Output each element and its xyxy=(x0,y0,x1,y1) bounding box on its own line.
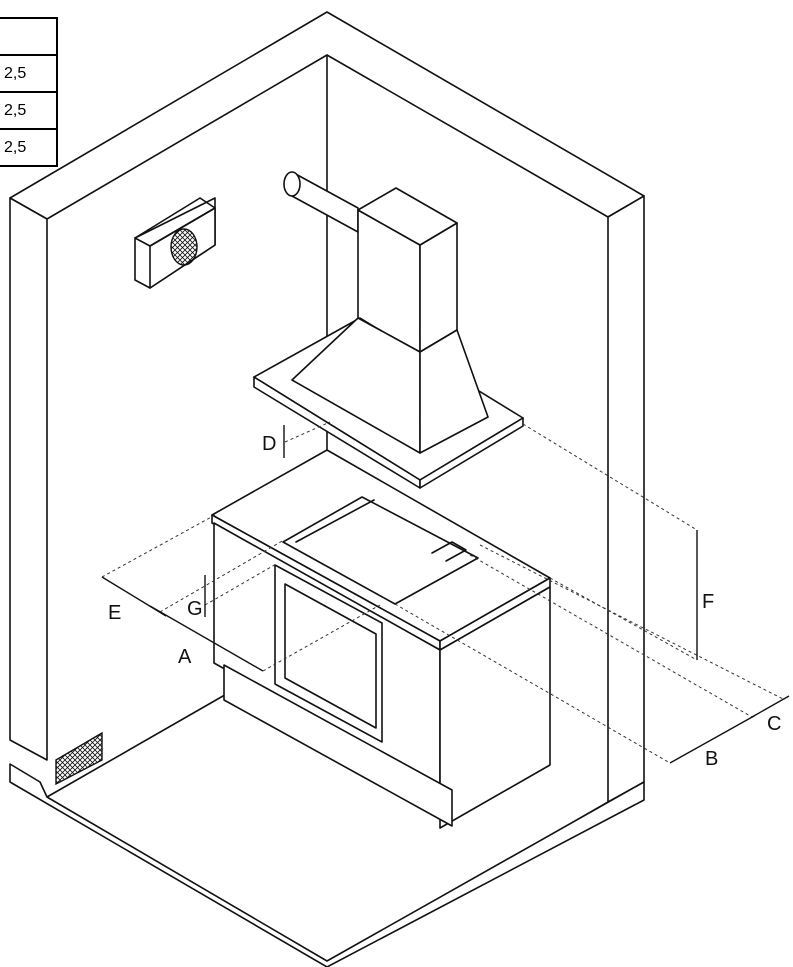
wall-vent-grille xyxy=(134,197,216,289)
floor-vent-mesh-icon xyxy=(55,731,103,786)
exhaust-pipe xyxy=(291,171,359,233)
table-cell: 2,5 xyxy=(0,128,58,167)
dim-c-line xyxy=(751,695,790,718)
proj-a xyxy=(262,604,381,672)
dim-b-line xyxy=(669,715,755,764)
proj-f-top xyxy=(522,423,698,531)
proj-c1 xyxy=(469,554,753,718)
cabinet-side xyxy=(439,586,551,829)
label-a: A xyxy=(178,646,192,668)
table-row xyxy=(0,17,58,56)
label-g: G xyxy=(187,598,203,620)
dimension-markers xyxy=(101,425,790,764)
label-d: D xyxy=(262,433,276,455)
dimension-table: 2,5 2,5 2,5 xyxy=(0,17,58,167)
table-row: 2,5 xyxy=(0,128,58,167)
hob-inner-edge xyxy=(295,499,375,543)
proj-f-bottom xyxy=(549,577,698,661)
hob-panel xyxy=(282,496,479,605)
hood-rim-side xyxy=(419,417,524,489)
table-row: 2,5 xyxy=(0,91,58,130)
dimension-labels: A B C D E F G xyxy=(108,433,781,770)
cabinet-plinth xyxy=(223,664,453,827)
projection-lines xyxy=(101,421,786,764)
label-f: F xyxy=(702,591,714,613)
label-b: B xyxy=(705,748,718,770)
proj-g2 xyxy=(204,562,279,606)
floor-plinth-left xyxy=(9,763,645,967)
floor xyxy=(9,691,645,967)
proj-b xyxy=(394,603,671,764)
proj-e xyxy=(101,514,216,578)
table-cell: 2,5 xyxy=(0,54,58,93)
exhaust-pipe-end xyxy=(283,171,301,197)
floor-back-edge xyxy=(46,691,231,798)
right-wall-end-face xyxy=(607,195,645,803)
vent-top xyxy=(134,197,216,247)
table-cell xyxy=(0,17,58,56)
dim-a-line xyxy=(149,605,264,672)
range-hood xyxy=(253,171,524,489)
fan-mesh-icon xyxy=(170,228,198,266)
label-c: C xyxy=(767,713,781,735)
left-wall-end-face xyxy=(9,197,48,761)
hood-canopy-right xyxy=(419,329,489,454)
table-cell: 2,5 xyxy=(0,91,58,130)
chimney-top xyxy=(357,187,458,246)
proj-d xyxy=(284,421,331,443)
cooker-unit xyxy=(211,449,551,829)
oven-window xyxy=(284,583,377,729)
table-row: 2,5 xyxy=(0,54,58,93)
room-walls xyxy=(9,11,645,803)
oven-door xyxy=(274,564,383,743)
label-e: E xyxy=(108,602,121,624)
hob-control-notch xyxy=(431,541,467,562)
